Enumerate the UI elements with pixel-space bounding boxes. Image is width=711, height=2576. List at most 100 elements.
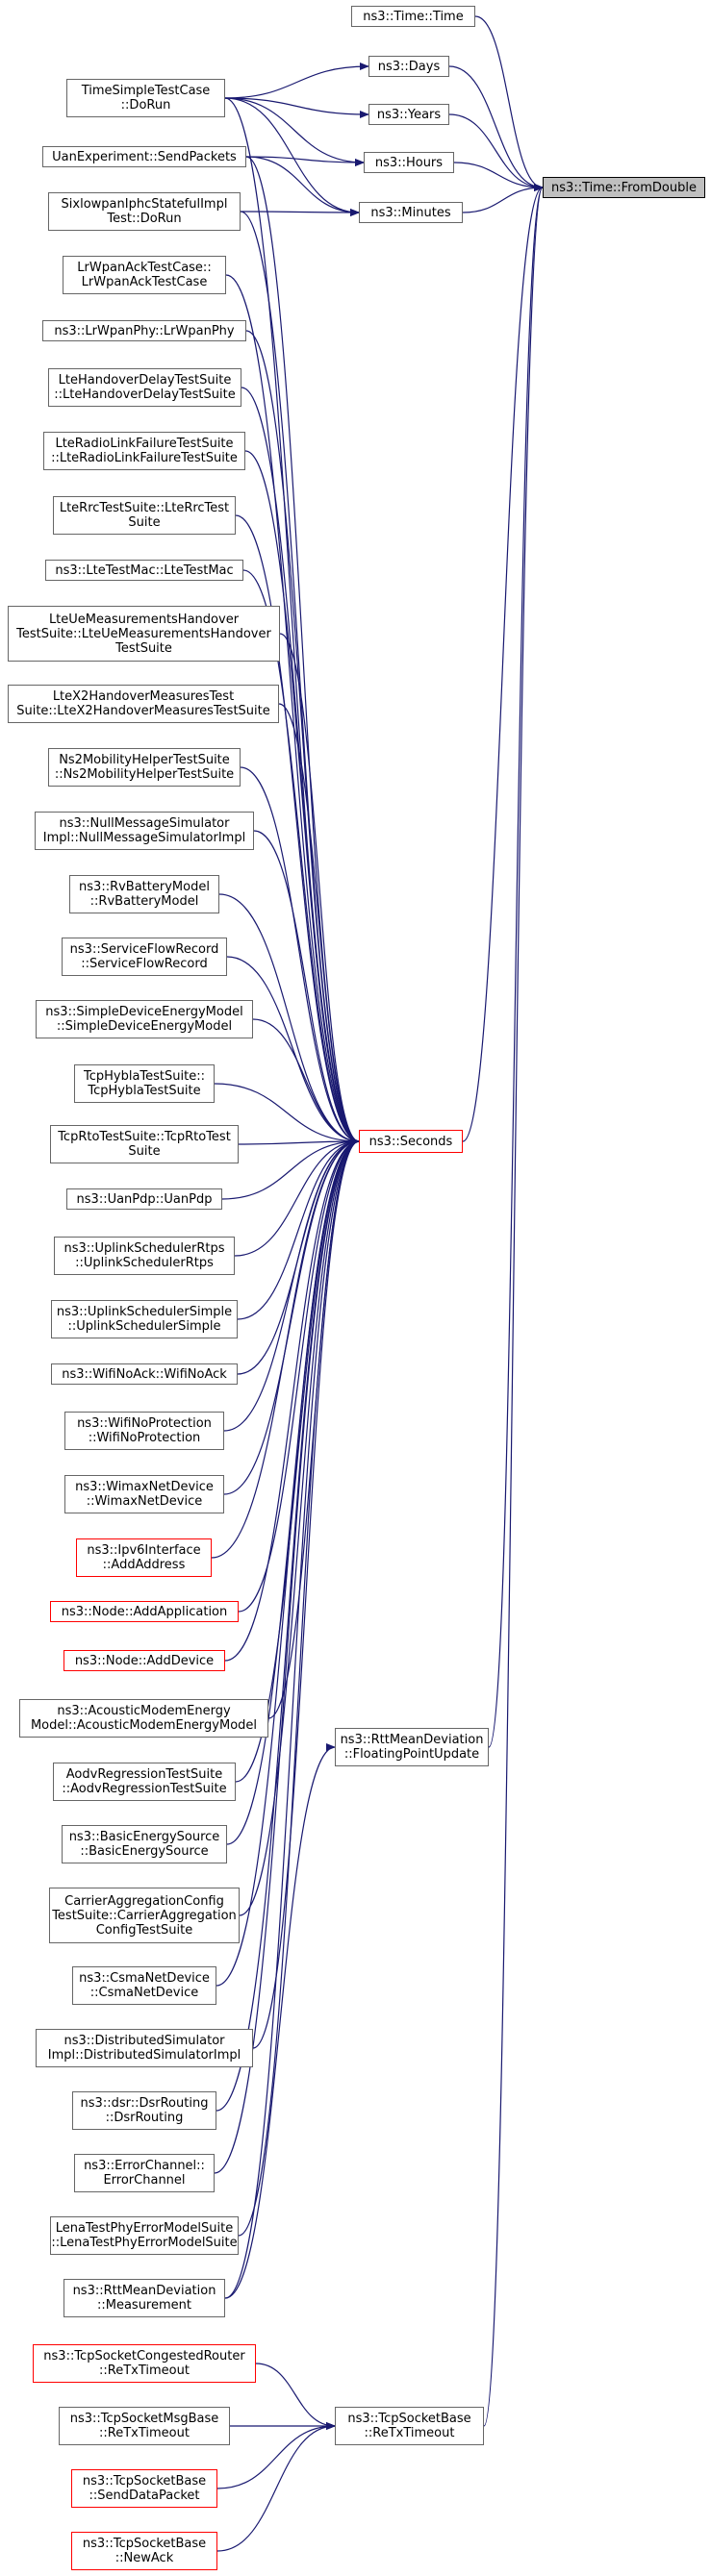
edge-nullmsg-to-seconds (253, 830, 360, 1145)
node-label-line: Impl::NullMessageSimulatorImpl (42, 831, 246, 845)
node-label-line: Suite (128, 515, 161, 530)
node-ltehandoverdelaytestsuite[interactable]: LteHandoverDelayTestSuite::LteHandoverDe… (48, 368, 241, 407)
node-rttmeandeviation-measurement[interactable]: ns3::RttMeanDeviation::Measurement (63, 2279, 225, 2317)
edge-floatingpoint-to-fromdouble (488, 184, 544, 1748)
node-label-line: TcpRtoTestSuite::TcpRtoTest (58, 1130, 231, 1144)
node-uplinkschedulersimple[interactable]: ns3::UplinkSchedulerSimple::UplinkSchedu… (51, 1300, 238, 1338)
edge-uanpdp-to-seconds (221, 1138, 360, 1200)
node-label-line: Suite (128, 1144, 161, 1159)
node-label-line: ::ReTxTimeout (99, 2426, 190, 2440)
node-dsrrouting[interactable]: ns3::dsr::DsrRouting::DsrRouting (72, 2091, 216, 2130)
edge-adddevice-to-seconds (224, 1138, 360, 1662)
node-label-line: ns3::LrWpanPhy::LrWpanPhy (54, 323, 235, 338)
node-label-line: ns3::TcpSocketBase (82, 2537, 207, 2551)
node-node-adddevice[interactable]: ns3::Node::AddDevice (63, 1650, 225, 1671)
node-label-line: LteX2HandoverMeasuresTest (52, 689, 235, 704)
node-lrwpanphy[interactable]: ns3::LrWpanPhy::LrWpanPhy (42, 320, 246, 341)
node-label-line: ::WimaxNetDevice (86, 1494, 203, 1509)
node-label-line: LteRadioLinkFailureTestSuite (55, 437, 234, 451)
node-label-line: ns3::DistributedSimulator (63, 2034, 225, 2048)
node-uplinkschedulerrtps[interactable]: ns3::UplinkSchedulerRtps::UplinkSchedule… (54, 1237, 235, 1275)
node-uanpdp[interactable]: ns3::UanPdp::UanPdp (66, 1188, 222, 1210)
node-csmanetdevice[interactable]: ns3::CsmaNetDevice::CsmaNetDevice (72, 1966, 216, 2005)
node-label-line: ns3::TcpSocketCongestedRouter (43, 2349, 245, 2363)
node-simpledeviceenergymodel[interactable]: ns3::SimpleDeviceEnergyModel::SimpleDevi… (36, 1000, 253, 1038)
node-label-line: ::UplinkSchedulerSimple (67, 1319, 221, 1334)
edge-sixlowpan-to-minutes (240, 208, 360, 216)
node-tcpsocketbase-retxtimeout[interactable]: ns3::TcpSocketBase::ReTxTimeout (335, 2407, 484, 2445)
node-label-line: ::LteRadioLinkFailureTestSuite (51, 451, 238, 465)
node-tcpsocketbase-newack[interactable]: ns3::TcpSocketBase::NewAck (71, 2532, 217, 2570)
node-timesimpletestcase-dorun[interactable]: TimeSimpleTestCase::DoRun (66, 79, 225, 117)
node-label-line: UanExperiment::SendPackets (52, 149, 237, 164)
edge-ltehandover-to-seconds (241, 387, 360, 1145)
node-ipv6interface-addaddress[interactable]: ns3::Ipv6Interface::AddAddress (76, 1538, 212, 1577)
node-label-line: ns3::WifiNoAck::WifiNoAck (62, 1366, 227, 1382)
edge-uanexp-to-minutes (245, 156, 360, 216)
edge-uanexp-to-hours (245, 156, 365, 166)
node-node-addapplication[interactable]: ns3::Node::AddApplication (50, 1601, 239, 1622)
edge-timesimple-to-days (224, 63, 369, 99)
edge-simpledev-to-seconds (252, 1018, 360, 1145)
edge-senddata-to-retxtimeout (216, 2422, 336, 2489)
node-lrwpanacktestcase[interactable]: LrWpanAckTestCase::LrWpanAckTestCase (63, 256, 226, 294)
node-aodvregressiontestsuite[interactable]: AodvRegressionTestSuite::AodvRegressionT… (53, 1763, 236, 1801)
node-label-line: ns3::RttMeanDeviation (72, 2284, 216, 2298)
node-label-line: ErrorChannel (103, 2173, 186, 2188)
node-label-line: ::SendDataPacket (89, 2488, 200, 2503)
node-wifinoprotection[interactable]: ns3::WifiNoProtection::WifiNoProtection (64, 1412, 224, 1450)
node-label-line: ns3::Days (377, 59, 441, 74)
node-label-line: ns3::LteTestMac::LteTestMac (55, 563, 234, 578)
node-errorchannel[interactable]: ns3::ErrorChannel::ErrorChannel (74, 2154, 215, 2192)
node-label-line: AodvRegressionTestSuite (65, 1767, 223, 1782)
node-wimaxnetdevice[interactable]: ns3::WimaxNetDevice::WimaxNetDevice (64, 1475, 224, 1513)
node-serviceflowrecord[interactable]: ns3::ServiceFlowRecord::ServiceFlowRecor… (62, 938, 227, 976)
node-label-line: ::NewAck (114, 2551, 174, 2565)
edge-ltemac-to-seconds (242, 569, 360, 1145)
edge-timesimple-to-hours (224, 97, 365, 166)
node-label-line: ns3::WifiNoProtection (77, 1416, 212, 1431)
node-uanexperiment-sendpackets[interactable]: UanExperiment::SendPackets (42, 146, 246, 167)
node-time-time[interactable]: ns3::Time::Time (351, 6, 475, 27)
node-rttmeandeviation-floatingpointupdate[interactable]: ns3::RttMeanDeviation::FloatingPointUpda… (335, 1728, 489, 1766)
node-basicenergysource[interactable]: ns3::BasicEnergySource::BasicEnergySourc… (62, 1825, 227, 1863)
node-tcpsocketmsgbase-retxtimeout[interactable]: ns3::TcpSocketMsgBase::ReTxTimeout (59, 2407, 230, 2445)
node-days[interactable]: ns3::Days (368, 56, 449, 77)
node-minutes[interactable]: ns3::Minutes (359, 202, 463, 223)
node-label-line: ns3::NullMessageSimulator (59, 816, 230, 831)
node-label-line: ::UplinkSchedulerRtps (75, 1256, 214, 1270)
node-rvbatterymodel[interactable]: ns3::RvBatteryModel::RvBatteryModel (69, 875, 219, 913)
node-label-line: ns3::TcpSocketMsgBase (69, 2412, 219, 2426)
node-label-line: ns3::dsr::DsrRouting (80, 2096, 209, 2111)
node-years[interactable]: ns3::Years (368, 104, 449, 125)
node-label-line: ns3::Time::FromDouble (551, 180, 697, 195)
node-lenatestphyerrormodelsuite[interactable]: LenaTestPhyErrorModelSuite::LenaTestPhyE… (50, 2216, 239, 2255)
node-label-line: ::ReTxTimeout (364, 2426, 455, 2440)
node-hours[interactable]: ns3::Hours (364, 152, 454, 173)
edge-ltex2-to-seconds (278, 703, 360, 1145)
node-wifinoack[interactable]: ns3::WifiNoAck::WifiNoAck (51, 1363, 238, 1385)
node-tcpsocketbase-senddatapacket[interactable]: ns3::TcpSocketBase::SendDataPacket (71, 2469, 217, 2508)
node-label-line: ns3::Seconds (368, 1134, 453, 1149)
node-ltetestmac[interactable]: ns3::LteTestMac::LteTestMac (45, 560, 243, 581)
edge-lteue-to-seconds (279, 633, 360, 1145)
node-seconds[interactable]: ns3::Seconds (359, 1130, 463, 1153)
node-ns2mobilityhelpertestsuite[interactable]: Ns2MobilityHelperTestSuite::Ns2MobilityH… (48, 748, 241, 787)
node-label-line: ns3::Years (376, 107, 442, 122)
node-lteradiolinkfailuretestsuite[interactable]: LteRadioLinkFailureTestSuite::LteRadioLi… (43, 432, 245, 470)
node-label-line: ns3::UanPdp::UanPdp (76, 1191, 213, 1207)
node-tcpsocketcongestedrouter-retxtimeout[interactable]: ns3::TcpSocketCongestedRouter::ReTxTimeo… (33, 2344, 256, 2383)
edge-rvbattery-to-seconds (218, 893, 360, 1145)
edge-timesimple-to-years (224, 97, 369, 118)
node-tcphyblatestsuite[interactable]: TcpHyblaTestSuite::TcpHyblaTestSuite (74, 1064, 215, 1103)
node-label-line: ::WifiNoProtection (88, 1431, 201, 1445)
